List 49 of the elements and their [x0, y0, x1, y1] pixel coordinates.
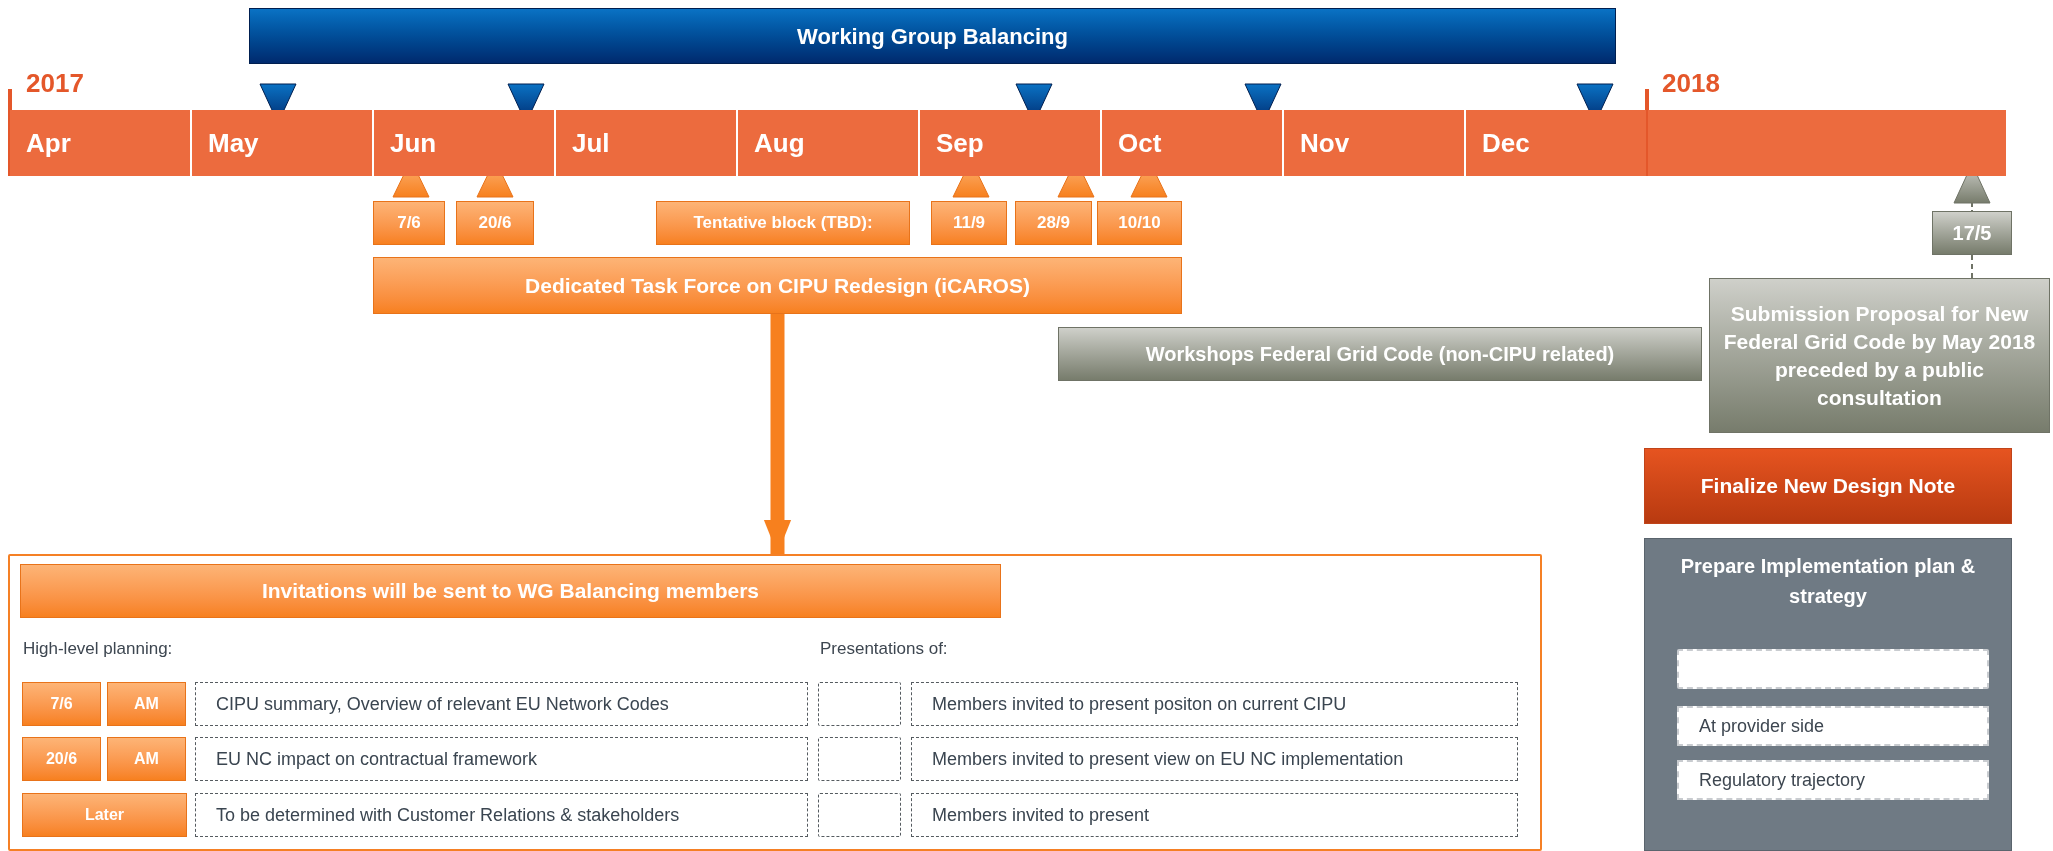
implementation-panel — [1644, 538, 2012, 851]
year-label: 2018 — [1662, 67, 1720, 100]
presentation-cell: Members invited to present view on EU NC implementation — [911, 737, 1518, 781]
box-text: preceded by a public consultation — [1774, 356, 1985, 411]
task-force-bar: Dedicated Task Force on CIPU Redesign (iCAROS) — [373, 257, 1182, 314]
date-box: 20/6 — [456, 201, 534, 245]
month-segment: Jun — [374, 110, 554, 176]
date-box: 7/6 — [373, 201, 445, 245]
month-segment: May — [192, 110, 372, 176]
time-tag: AM — [107, 682, 186, 726]
date-tag: Later — [22, 793, 187, 837]
proposal-box — [1709, 278, 2050, 433]
date-box: 10/10 — [1097, 201, 1182, 245]
section-label: High-level planning: — [23, 638, 173, 660]
month-segment: Aug — [738, 110, 918, 176]
date-box: 11/9 — [931, 201, 1007, 245]
arrow — [763, 314, 792, 554]
date-tag: 20/6 — [22, 737, 101, 781]
month-segment: Nov — [1284, 110, 1464, 176]
sub-item-box — [1677, 649, 1989, 689]
month-segment: Oct — [1102, 110, 1282, 176]
year-label: 2017 — [26, 67, 84, 100]
month-segment: Jul — [556, 110, 736, 176]
invitation-banner: Invitations will be sent to WG Balancing members — [20, 564, 1001, 618]
date-tag: 7/6 — [22, 682, 101, 726]
month-segment: Apr — [10, 110, 190, 176]
agenda-cell: CIPU summary, Overview of relevant EU Network Codes — [195, 682, 808, 726]
timeline-segment — [1648, 110, 2006, 176]
sub-item-box: At provider side — [1677, 706, 1989, 746]
presentation-cell: Members invited to present positon on current CIPU — [911, 682, 1518, 726]
date-box: 28/9 — [1015, 201, 1092, 245]
month-segment: Dec — [1466, 110, 1646, 176]
section-label: Presentations of: — [820, 638, 948, 660]
design-note-box: Finalize New Design Note — [1644, 448, 2012, 524]
box-text: Prepare Implementation plan & strategy — [1679, 554, 1977, 609]
agenda-cell: To be determined with Customer Relations & stakeholders — [195, 793, 808, 837]
milestone-date-box: 17/5 — [1932, 211, 2012, 255]
date-box: Tentative block (TBD): — [656, 201, 910, 245]
workshops-bar: Workshops Federal Grid Code (non-CIPU related) — [1058, 327, 1702, 381]
time-tag: AM — [107, 737, 186, 781]
presenter-cell — [818, 793, 901, 837]
working-group-bar: Working Group Balancing — [249, 8, 1616, 64]
presenter-cell — [818, 682, 901, 726]
info-panel — [8, 554, 1542, 851]
month-segment: Sep — [920, 110, 1100, 176]
sub-item-box: Regulatory trajectory — [1677, 760, 1989, 800]
presentation-cell: Members invited to present — [911, 793, 1518, 837]
agenda-cell: EU NC impact on contractual framework — [195, 737, 808, 781]
presenter-cell — [818, 737, 901, 781]
